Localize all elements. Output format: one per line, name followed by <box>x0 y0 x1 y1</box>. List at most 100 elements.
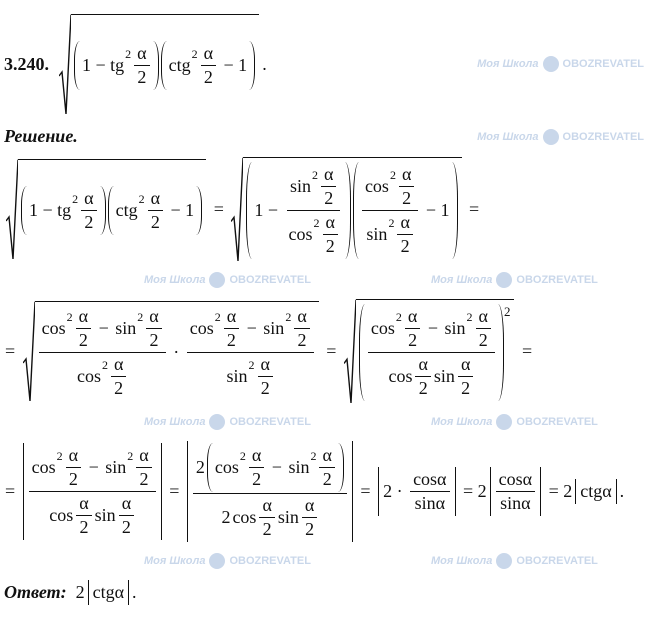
math-text: = <box>209 198 229 219</box>
numerator: α <box>136 445 152 468</box>
denominator: 2 <box>134 66 149 88</box>
math-text: 2 <box>478 330 488 350</box>
watermark: Моя Школа OBOZREVATEL <box>431 272 598 288</box>
math-text: α <box>139 445 149 465</box>
math-text: = <box>164 481 184 501</box>
math-text: 2 <box>324 188 334 208</box>
watermark-logo-icon <box>209 414 226 430</box>
math-text: 2 <box>262 519 272 539</box>
numerator: α <box>223 306 240 329</box>
math-text: sin <box>433 366 455 386</box>
math-text: sinα <box>414 493 445 513</box>
math-text: 1 − tg <box>29 200 72 220</box>
exponent: 2 <box>214 310 221 324</box>
math-text: cos <box>49 505 74 525</box>
denominator: 2 <box>224 329 239 351</box>
exponent: 2 <box>56 449 63 463</box>
math-text: α <box>460 354 471 374</box>
right-paren <box>498 304 504 401</box>
math-text: 2 <box>252 469 262 489</box>
math-text: 2 <box>221 507 231 527</box>
math-text: sin <box>444 318 466 338</box>
watermark-school: Моя Школа <box>430 274 493 286</box>
math-text: ctgα <box>580 481 612 501</box>
denominator: 2 <box>76 516 91 538</box>
left-paren <box>21 186 27 235</box>
right-paren <box>153 41 159 90</box>
denominator: 2 <box>146 329 161 351</box>
math-text: 2 <box>149 330 159 350</box>
exponent: 2 <box>310 449 317 463</box>
math-text: sin <box>263 318 285 338</box>
math-text: α <box>137 43 147 63</box>
numerator: α <box>259 495 275 518</box>
math-text: α <box>113 354 124 374</box>
denominator: 2 <box>76 329 91 351</box>
math-text: − 1 <box>166 200 195 220</box>
right-paren <box>249 41 256 90</box>
math-text: α <box>407 306 418 326</box>
math-text: . <box>619 481 625 501</box>
math-text: = <box>355 481 376 501</box>
denominator: 2 <box>136 468 151 490</box>
exponent: 2 <box>313 216 320 230</box>
math-text: cos <box>31 457 56 477</box>
math-text: α <box>121 493 132 513</box>
watermark-brand: OBOZREVATEL <box>562 130 644 143</box>
watermark-brand: OBOZREVATEL <box>516 274 598 286</box>
absolute-value: ctgα <box>575 479 617 504</box>
exponent: 2 <box>503 304 511 319</box>
right-paren <box>338 443 344 492</box>
math-text: cos <box>370 318 395 338</box>
numerator: cosα <box>495 469 536 492</box>
math-text: 2 <box>78 330 88 350</box>
math-text: ctg <box>115 200 138 220</box>
math-text: ctgα <box>92 582 124 602</box>
denominator: 2 <box>201 66 216 88</box>
math-text: 2 <box>325 236 335 256</box>
radical-sign <box>59 14 71 114</box>
denominator: 2 <box>476 329 491 351</box>
numerator: α <box>134 43 150 66</box>
math-text: cosα <box>413 469 447 489</box>
left-paren <box>246 162 252 259</box>
watermark-logo-icon <box>496 272 513 288</box>
numerator: α <box>301 495 318 518</box>
left-paren <box>206 443 213 492</box>
math-text: cos <box>364 176 389 196</box>
math-text: 2 <box>137 67 147 87</box>
